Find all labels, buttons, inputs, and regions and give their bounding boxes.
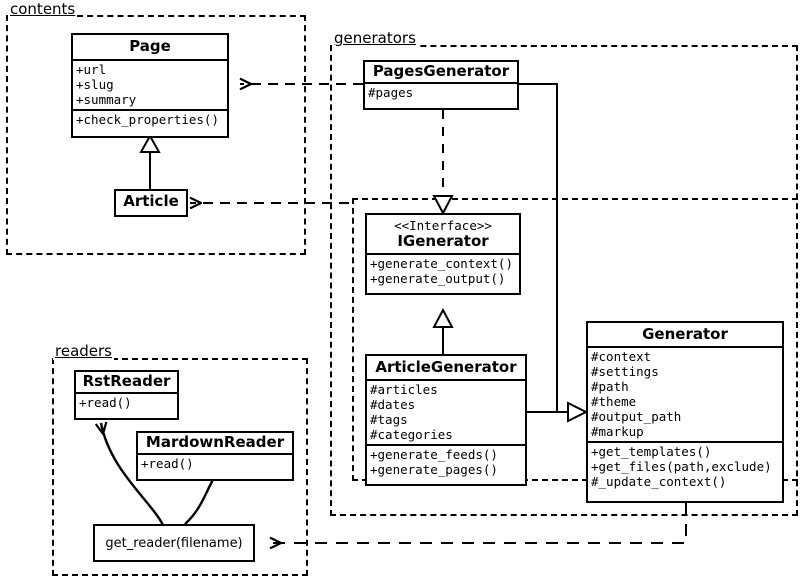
method: +generate_pages() [370,461,498,477]
package-readers-label: readers [53,342,114,360]
class-mardown-reader-methods: +read() [138,452,292,473]
class-generator-attributes: #context #settings #path #theme #output_… [588,345,782,441]
class-pages-generator-attributes: #pages [365,81,517,102]
class-article[interactable]: Article [114,189,188,217]
class-igenerator[interactable]: <<Interface>> IGenerator +generate_conte… [365,213,521,295]
class-rst-reader-title: RstReader [82,372,171,390]
method: #_update_context() [591,473,727,489]
attribute: #dates [370,396,416,412]
method: +read() [79,394,132,410]
package-contents-label: contents [8,0,78,18]
class-page-title: Page [129,37,171,55]
method: +get_templates() [591,443,712,459]
attribute: +url [76,61,107,77]
package-generators-label: generators [332,29,418,47]
class-mardown-reader-title: MardownReader [145,433,285,451]
package-contents [6,15,306,255]
class-generator-title: Generator [642,325,728,343]
class-article-title: Article [123,192,179,210]
class-igenerator-title: IGenerator [397,232,489,251]
attribute: #articles [370,381,438,397]
method: +generate_context() [370,256,513,272]
class-rst-reader-methods: +read() [76,391,177,412]
attribute: +slug [76,76,114,92]
method: +read() [141,455,194,471]
attribute: #output_path [591,408,682,424]
attribute: #path [591,378,629,394]
method: +generate_output() [370,271,506,287]
attribute: #settings [591,363,659,379]
method: +get_files(path,exclude) [591,458,772,474]
class-page[interactable]: Page +url +slug +summary +check_properti… [71,33,229,138]
package-readers [52,358,308,576]
attribute: +summary [76,91,137,107]
package-generators-inner-region [352,198,798,481]
attribute: #categories [370,426,453,442]
class-generator[interactable]: Generator #context #settings #path #them… [586,321,784,503]
class-article-generator-title: ArticleGenerator [375,358,517,376]
function-get-reader[interactable]: get_reader(filename) [93,524,255,562]
class-pages-generator-title: PagesGenerator [372,62,510,80]
class-article-generator[interactable]: ArticleGenerator #articles #dates #tags … [365,354,527,486]
class-pages-generator[interactable]: PagesGenerator #pages [363,60,519,110]
class-page-attributes: +url +slug +summary [73,58,227,109]
class-rst-reader[interactable]: RstReader +read() [74,370,179,420]
method: +check_properties() [76,111,219,127]
attribute: #tags [370,411,408,427]
class-mardown-reader[interactable]: MardownReader +read() [136,431,294,481]
class-generator-methods: +get_templates() +get_files(path,exclude… [588,440,782,491]
function-get-reader-label: get_reader(filename) [105,535,243,551]
class-article-generator-methods: +generate_feeds() +generate_pages() [367,443,525,479]
class-page-methods: +check_properties() [73,108,227,129]
class-igenerator-methods: +generate_context() +generate_output() [367,253,519,288]
method: +generate_feeds() [370,446,498,462]
class-igenerator-stereotype: <<Interface>> [394,218,492,233]
attribute: #markup [591,423,644,439]
attribute: #theme [591,393,637,409]
attribute: #context [591,348,652,364]
attribute: #pages [368,84,414,100]
class-article-generator-attributes: #articles #dates #tags #categories [367,378,525,444]
